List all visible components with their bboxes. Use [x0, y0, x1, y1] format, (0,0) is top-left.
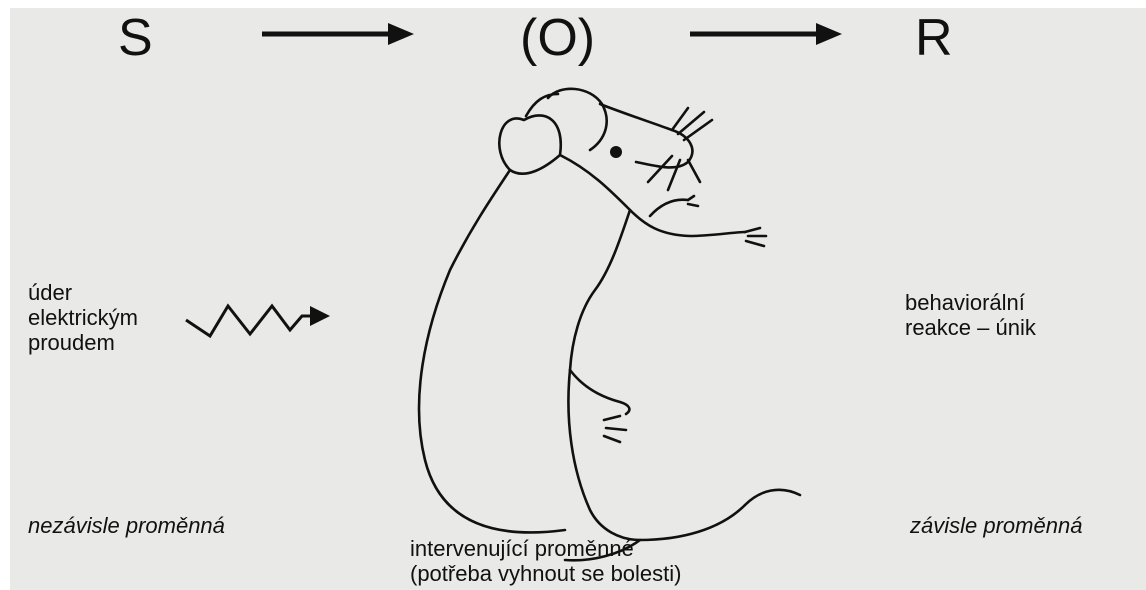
intervening-variable-line-1: intervenující proměnné — [410, 536, 634, 561]
arrow-s-to-o — [262, 23, 414, 45]
independent-variable-label: nezávisle proměnná — [28, 515, 225, 537]
dependent-variable-label: závisle proměnná — [910, 515, 1082, 537]
stimulus-label-line-2: elektrickým — [28, 305, 138, 330]
electric-shock-icon — [186, 306, 330, 336]
stimulus-label-line-3: proudem — [28, 330, 115, 355]
mouse-illustration — [419, 89, 800, 561]
response-label-line-2: reakce – únik — [905, 315, 1036, 340]
stimulus-label-line-1: úder — [28, 280, 72, 305]
intervening-variable-line-2: (potřeba vyhnout se bolesti) — [410, 561, 682, 586]
response-label-line-1: behaviorální — [905, 290, 1025, 315]
arrow-o-to-r — [690, 23, 842, 45]
